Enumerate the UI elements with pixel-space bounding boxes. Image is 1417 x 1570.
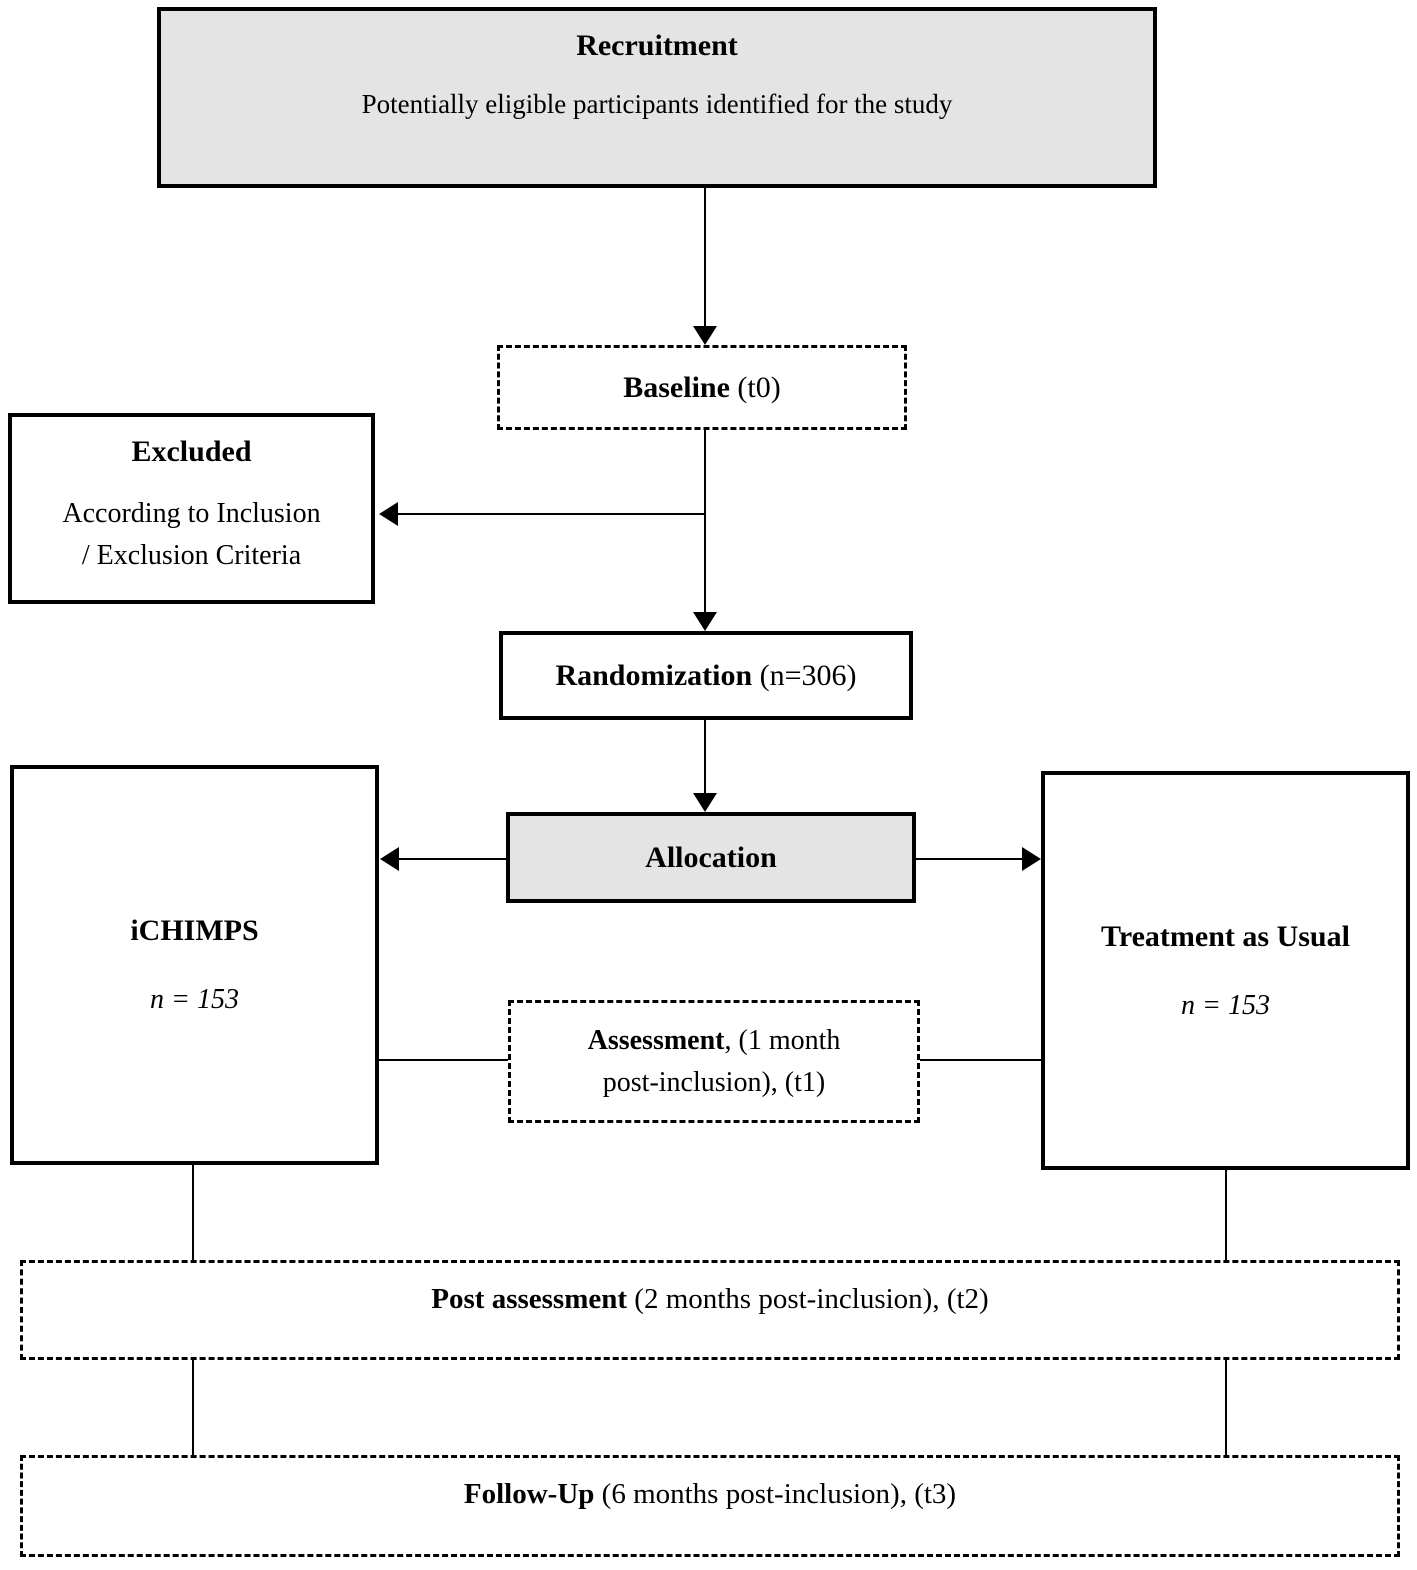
excluded-reason-line2: / Exclusion Criteria xyxy=(81,540,302,571)
excluded-reason-line1: According to Inclusion xyxy=(62,498,321,529)
assessment-box: Assessment, (1 month post-inclusion), (t… xyxy=(508,1000,920,1123)
connector-recruitment-baseline xyxy=(704,188,706,327)
connector-ichimps-assessment xyxy=(379,1059,508,1061)
connector-post-followup-left xyxy=(192,1360,194,1455)
post-assessment-label-rest: (2 months post-inclusion), (t2) xyxy=(627,1283,989,1315)
recruitment-title: Recruitment xyxy=(576,29,738,62)
connector-allocation-ichimps xyxy=(398,858,506,860)
excluded-title: Excluded xyxy=(131,435,252,468)
assessment-line2: post-inclusion), (t1) xyxy=(602,1066,826,1098)
post-assessment-label: Post assessment (2 months post-inclusion… xyxy=(23,1283,1397,1316)
arrowhead-right xyxy=(1022,847,1041,871)
excluded-box: Excluded According to Inclusion / Exclus… xyxy=(8,413,375,604)
randomization-label: Randomization (n=306) xyxy=(555,657,856,695)
connector-assessment-tau xyxy=(920,1059,1041,1061)
ichimps-box: iCHIMPS n = 153 xyxy=(10,765,379,1165)
treatment-as-usual-title: Treatment as Usual xyxy=(1101,919,1350,953)
arrowhead-down xyxy=(693,793,717,812)
follow-up-label: Follow-Up (6 months post-inclusion), (t3… xyxy=(23,1478,1397,1511)
baseline-label: Baseline (t0) xyxy=(623,369,781,407)
connector-randomization-allocation xyxy=(704,720,706,794)
treatment-as-usual-n: n = 153 xyxy=(1181,989,1270,1021)
baseline-label-bold: Baseline xyxy=(623,370,730,404)
treatment-as-usual-box: Treatment as Usual n = 153 xyxy=(1041,771,1410,1170)
randomization-label-rest: (n=306) xyxy=(752,658,857,692)
post-assessment-label-bold: Post assessment xyxy=(431,1283,628,1315)
randomization-label-bold: Randomization xyxy=(555,658,753,692)
randomization-box: Randomization (n=306) xyxy=(499,631,913,720)
connector-ichimps-post xyxy=(192,1165,194,1260)
baseline-box: Baseline (t0) xyxy=(497,345,907,430)
recruitment-box: Recruitment Potentially eligible partici… xyxy=(157,7,1157,188)
recruitment-subtitle: Potentially eligible participants identi… xyxy=(361,89,953,119)
arrowhead-down xyxy=(693,612,717,631)
connector-allocation-tau xyxy=(916,858,1023,860)
arrowhead-left xyxy=(380,847,399,871)
baseline-label-rest: (t0) xyxy=(729,370,781,404)
assessment-label-rest: , (1 month xyxy=(724,1024,841,1056)
arrowhead-down xyxy=(693,326,717,345)
connector-baseline-excluded xyxy=(397,513,706,515)
assessment-line1: Assessment, (1 month xyxy=(588,1020,841,1062)
allocation-box: Allocation xyxy=(506,812,916,903)
allocation-label: Allocation xyxy=(645,840,777,874)
ichimps-title: iCHIMPS xyxy=(130,914,259,947)
follow-up-label-rest: (6 months post-inclusion), (t3) xyxy=(594,1478,957,1510)
connector-baseline-randomization xyxy=(704,430,706,613)
assessment-label-bold: Assessment xyxy=(587,1024,725,1056)
connector-tau-post xyxy=(1225,1170,1227,1260)
arrowhead-left xyxy=(379,502,398,526)
follow-up-label-bold: Follow-Up xyxy=(463,1478,595,1510)
post-assessment-box: Post assessment (2 months post-inclusion… xyxy=(20,1260,1400,1360)
ichimps-n: n = 153 xyxy=(150,984,239,1015)
connector-post-followup-right xyxy=(1225,1360,1227,1455)
excluded-reason: According to Inclusion / Exclusion Crite… xyxy=(12,493,371,577)
follow-up-box: Follow-Up (6 months post-inclusion), (t3… xyxy=(20,1455,1400,1557)
